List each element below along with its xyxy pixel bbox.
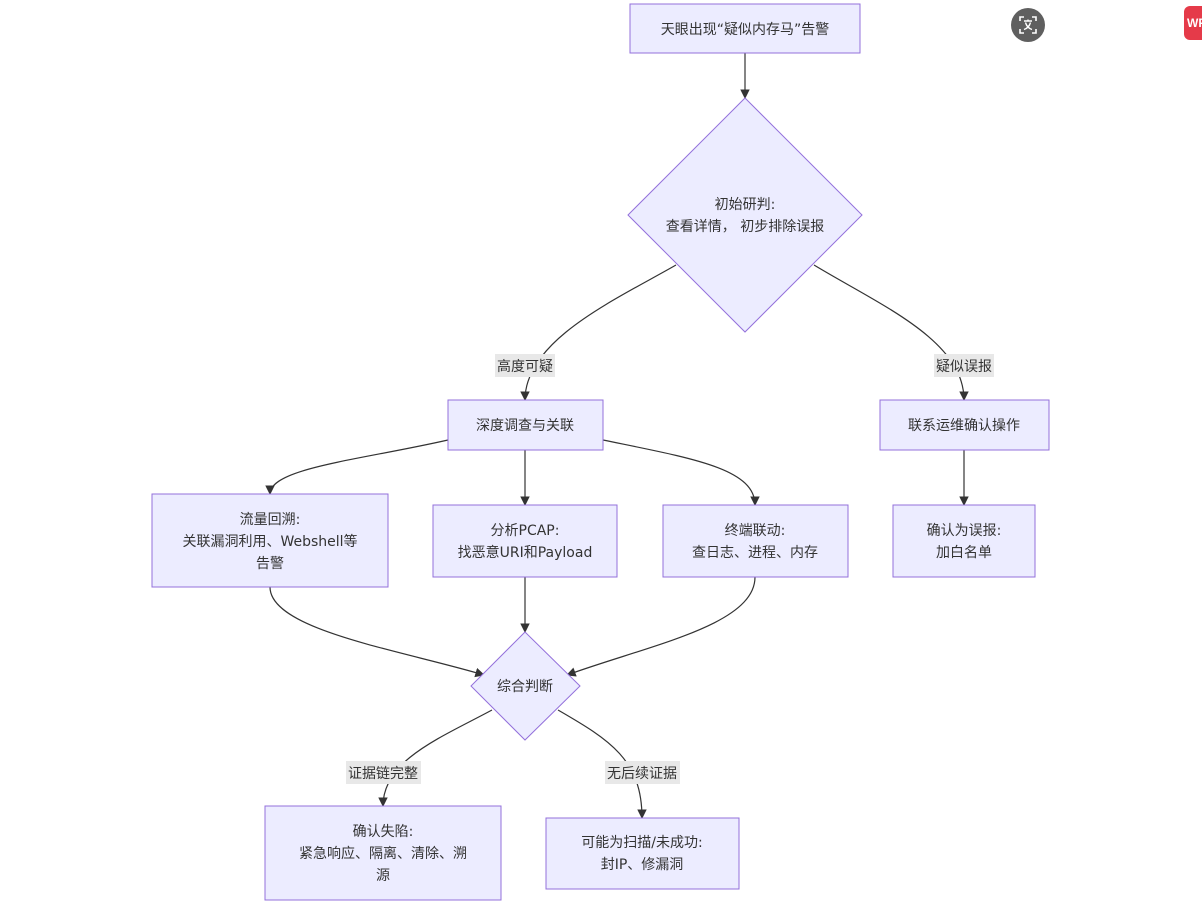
node-traffic-backtrace[interactable]: 流量回溯: 关联漏洞利用、Webshell等 告警 xyxy=(151,493,389,588)
svg-text:查看详情， 初步排除误报: 查看详情， 初步排除误报 xyxy=(666,218,824,235)
node-whitelist[interactable]: 确认为误报: 加白名单 xyxy=(892,504,1036,578)
translate-button[interactable] xyxy=(1011,8,1045,42)
node-endpoint-linkage[interactable]: 终端联动: 查日志、进程、内存 xyxy=(662,504,849,578)
node-deep-investigation[interactable]: 深度调查与关联 xyxy=(447,399,604,451)
svg-text:封IP、修漏洞: 封IP、修漏洞 xyxy=(601,857,684,873)
svg-text:查日志、进程、内存: 查日志、进程、内存 xyxy=(692,545,818,561)
node-alert[interactable]: 天眼出现“疑似内存马”告警 xyxy=(629,3,861,54)
edge-label-evidence-complete: 证据链完整 xyxy=(346,761,421,784)
svg-text:关联漏洞利用、Webshell等: 关联漏洞利用、Webshell等 xyxy=(182,533,357,550)
svg-text:证据链完整: 证据链完整 xyxy=(348,766,418,782)
svg-text:联系运维确认操作: 联系运维确认操作 xyxy=(908,418,1020,434)
edge-initial-to-deep xyxy=(520,264,677,401)
svg-text:终端联动:: 终端联动: xyxy=(725,523,786,539)
edge-deep-to-endpoint xyxy=(602,439,760,506)
svg-text:紧急响应、隔离、清除、溯: 紧急响应、隔离、清除、溯 xyxy=(299,845,467,862)
edge-label-false-positive: 疑似误报 xyxy=(934,354,994,377)
edge-judge-to-scan xyxy=(557,709,647,819)
translate-icon xyxy=(1019,16,1037,34)
edge-judge-to-compromised xyxy=(378,709,493,807)
svg-text:天眼出现“疑似内存马”告警: 天眼出现“疑似内存马”告警 xyxy=(661,22,830,38)
svg-text:疑似误报: 疑似误报 xyxy=(936,359,992,375)
node-pcap-analysis[interactable]: 分析PCAP: 找恶意URI和Payload xyxy=(432,504,618,578)
edge-label-high-suspicion: 高度可疑 xyxy=(495,354,555,377)
edges xyxy=(265,53,969,819)
node-confirmed-compromise[interactable]: 确认失陷: 紧急响应、隔离、清除、溯 源 xyxy=(264,805,502,901)
edge-initial-to-contact xyxy=(813,264,969,401)
svg-text:综合判断: 综合判断 xyxy=(497,679,553,695)
edge-traffic-to-judge xyxy=(269,586,485,678)
svg-text:确认失陷:: 确认失陷: xyxy=(353,824,414,840)
svg-text:找恶意URI和Payload: 找恶意URI和Payload xyxy=(458,544,593,561)
edge-endpoint-to-judge xyxy=(566,576,756,677)
svg-text:初始研判:: 初始研判: xyxy=(715,196,776,213)
svg-text:流量回溯:: 流量回溯: xyxy=(240,512,301,528)
wp-extension-badge[interactable]: WP xyxy=(1184,6,1202,40)
node-possible-scan[interactable]: 可能为扫描/未成功: 封IP、修漏洞 xyxy=(545,817,740,890)
svg-text:高度可疑: 高度可疑 xyxy=(497,358,553,375)
svg-text:分析PCAP:: 分析PCAP: xyxy=(491,523,560,539)
svg-text:源: 源 xyxy=(376,868,390,884)
node-initial-assessment[interactable]: 初始研判: 查看详情， 初步排除误报 xyxy=(627,97,863,333)
edge-label-no-evidence: 无后续证据 xyxy=(605,761,680,784)
svg-text:确认为误报:: 确认为误报: xyxy=(927,523,1002,539)
svg-text:深度调查与关联: 深度调查与关联 xyxy=(476,418,574,434)
node-contact-ops[interactable]: 联系运维确认操作 xyxy=(879,399,1050,451)
svg-text:告警: 告警 xyxy=(256,556,284,572)
svg-text:加白名单: 加白名单 xyxy=(936,545,992,561)
edge-deep-to-traffic xyxy=(265,439,449,495)
node-comprehensive-judgment[interactable]: 综合判断 xyxy=(470,631,581,741)
svg-text:可能为扫描/未成功:: 可能为扫描/未成功: xyxy=(581,835,702,851)
svg-text:无后续证据: 无后续证据 xyxy=(607,765,677,782)
